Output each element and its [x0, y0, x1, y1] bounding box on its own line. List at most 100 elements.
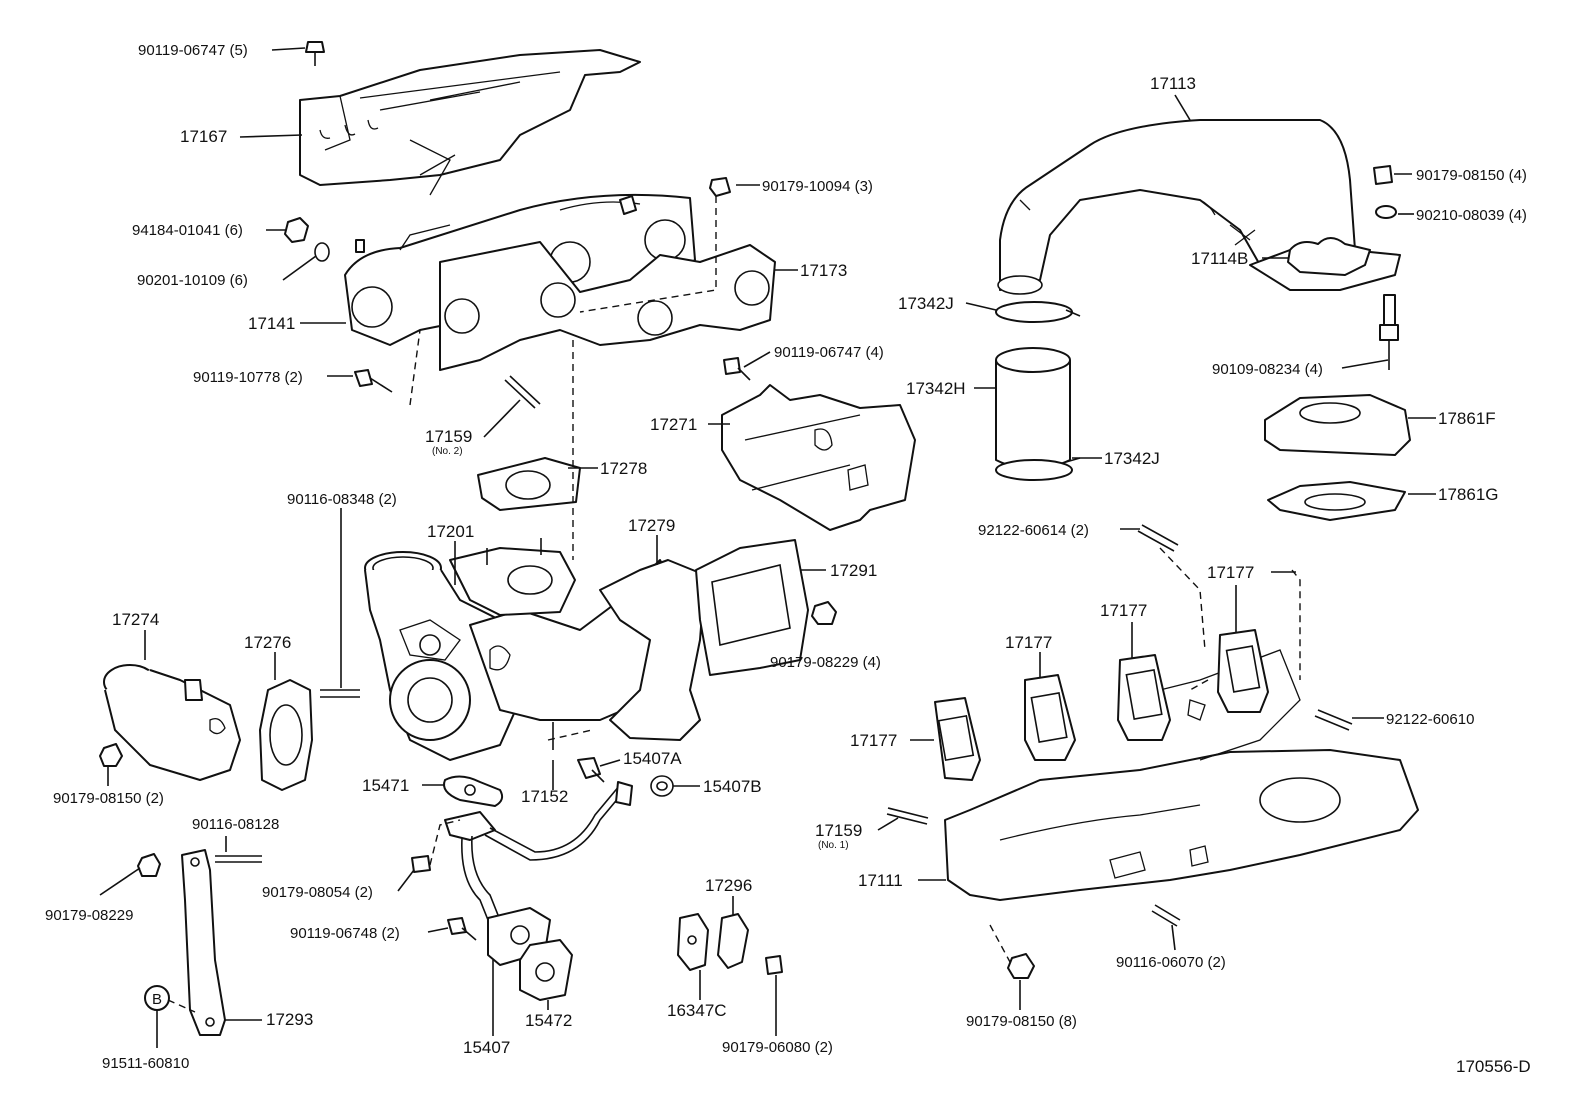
label-17271: 17271 — [650, 415, 697, 434]
stud-90116-08348 — [320, 689, 360, 698]
stay-17293 — [181, 849, 226, 1036]
gasket-16347c — [677, 913, 709, 971]
label-94184-01041: 94184-01041 (6) — [132, 222, 243, 239]
label-90119-10778: 90119-10778 (2) — [193, 369, 303, 386]
label-15471: 15471 — [362, 776, 409, 795]
label-17342j-top: 17342J — [898, 294, 954, 313]
heat-insulator-17167 — [299, 49, 641, 196]
nut-90179-08229 — [137, 853, 161, 877]
label-17861g: 17861G — [1438, 485, 1499, 504]
label-90119-06747-5: 90119-06747 (5) — [138, 42, 248, 59]
label-17114b: 17114B — [1191, 249, 1248, 268]
label-17159-no1-note: (No. 1) — [818, 840, 849, 851]
gasket-15472 — [519, 939, 573, 1001]
stud-17159-no2 — [504, 375, 541, 409]
intake-gasket-17177-c — [1117, 654, 1171, 741]
label-90179-06080: 90179-06080 (2) — [722, 1039, 833, 1056]
label-17177-d: 17177 — [1207, 563, 1254, 582]
gasket-15471 — [443, 775, 504, 807]
label-15407: 15407 — [463, 1038, 510, 1057]
turbo-heat-insulator-17271 — [721, 384, 916, 531]
nut-90179-10094 — [709, 177, 731, 197]
nut-90179-06080 — [765, 955, 783, 975]
label-17159-no2-note: (No. 2) — [432, 446, 463, 457]
label-15407b: 15407B — [703, 777, 762, 796]
label-17111: 17111 — [858, 871, 903, 890]
bolt-90119-06747-mid — [723, 357, 751, 381]
stud-17159-no1 — [886, 807, 929, 825]
label-17159-no1: 17159 — [815, 821, 862, 840]
stud-90116-08128 — [215, 855, 262, 863]
label-90201-10109: 90201-10109 (6) — [137, 272, 248, 289]
label-17201: 17201 — [427, 522, 474, 541]
diagram-code: 170556-D — [1456, 1057, 1531, 1076]
intake-gasket-17177-d — [1217, 629, 1269, 713]
cover-17296 — [717, 913, 749, 969]
label-17342h: 17342H — [906, 379, 966, 398]
label-92122-60614: 92122-60614 (2) — [978, 522, 1089, 539]
label-17177-c: 17177 — [1100, 601, 1147, 620]
label-90116-08348: 90116-08348 (2) — [287, 491, 397, 508]
leader-lines — [99, 47, 1436, 1048]
washer-90201-10109 — [314, 242, 330, 262]
gasket-17278 — [477, 457, 581, 511]
intake-gasket-17177-a — [934, 697, 981, 781]
assembly-lines — [167, 196, 1301, 1013]
label-17167: 17167 — [180, 127, 227, 146]
label-17276: 17276 — [244, 633, 291, 652]
label-17177-b: 17177 — [1005, 633, 1052, 652]
label-17278: 17278 — [600, 459, 647, 478]
intake-gasket-17177-b — [1024, 674, 1076, 761]
label-17173: 17173 — [800, 261, 847, 280]
nut-90179-08150-2 — [99, 743, 123, 767]
bolt-90119-06747-top — [305, 41, 325, 66]
bolt-90119-06748 — [447, 917, 477, 941]
label-90179-08054: 90179-08054 (2) — [262, 884, 373, 901]
label-17296: 17296 — [705, 876, 752, 895]
bolt-90109-08234 — [1379, 294, 1399, 370]
label-17342j-bottom: 17342J — [1104, 449, 1160, 468]
label-17113: 17113 — [1150, 74, 1196, 93]
gasket-17114b — [1287, 237, 1371, 276]
label-90179-08229-4: 90179-08229 (4) — [770, 654, 881, 671]
label-90119-06747-4: 90119-06747 (4) — [774, 344, 884, 361]
manifold-gasket-17173 — [439, 241, 776, 371]
label-17141: 17141 — [248, 314, 295, 333]
gasket-17861g — [1267, 481, 1406, 521]
label-17152: 17152 — [521, 787, 568, 806]
plug-90179-08054 — [411, 855, 431, 873]
b-marker-text: B — [152, 991, 162, 1008]
label-17293: 17293 — [266, 1010, 313, 1029]
gasket-15407b — [650, 775, 674, 797]
nut-90179-08229-4 — [811, 601, 837, 625]
gasket-17291 — [695, 539, 809, 676]
elbow-17274 — [103, 664, 241, 781]
label-90179-08150-4: 90179-08150 (4) — [1416, 167, 1527, 184]
label-17861f: 17861F — [1438, 409, 1496, 428]
label-17274: 17274 — [112, 610, 159, 629]
nut-90179-08150-4 — [1373, 165, 1393, 185]
label-17159-no2: 17159 — [425, 427, 472, 446]
label-90179-08229: 90179-08229 — [45, 907, 133, 924]
label-17177-a: 17177 — [850, 731, 897, 750]
bolt-90119-10778 — [354, 369, 393, 393]
nut-90179-08150-8 — [1007, 953, 1035, 979]
label-15407a: 15407A — [623, 749, 682, 768]
label-90179-08150-2: 90179-08150 (2) — [53, 790, 164, 807]
label-17291: 17291 — [830, 561, 877, 580]
label-90179-10094: 90179-10094 (3) — [762, 178, 873, 195]
nut-94184-01041 — [284, 217, 309, 243]
hose-17342h — [995, 347, 1071, 470]
label-17279: 17279 — [628, 516, 675, 535]
turbine-outlet-17279 — [599, 559, 706, 741]
bolt-b-marker: B — [144, 985, 170, 1011]
intake-manifold-17111 — [944, 649, 1419, 901]
label-90116-08128: 90116-08128 — [192, 816, 279, 833]
gasket-17276 — [259, 679, 313, 791]
label-90179-08150-8: 90179-08150 (8) — [966, 1013, 1077, 1030]
stud-92122-60614 — [1137, 524, 1179, 552]
clamp-17342j-top — [995, 301, 1081, 323]
label-92122-60610: 92122-60610 — [1386, 711, 1474, 728]
label-16347c: 16347C — [667, 1001, 727, 1020]
